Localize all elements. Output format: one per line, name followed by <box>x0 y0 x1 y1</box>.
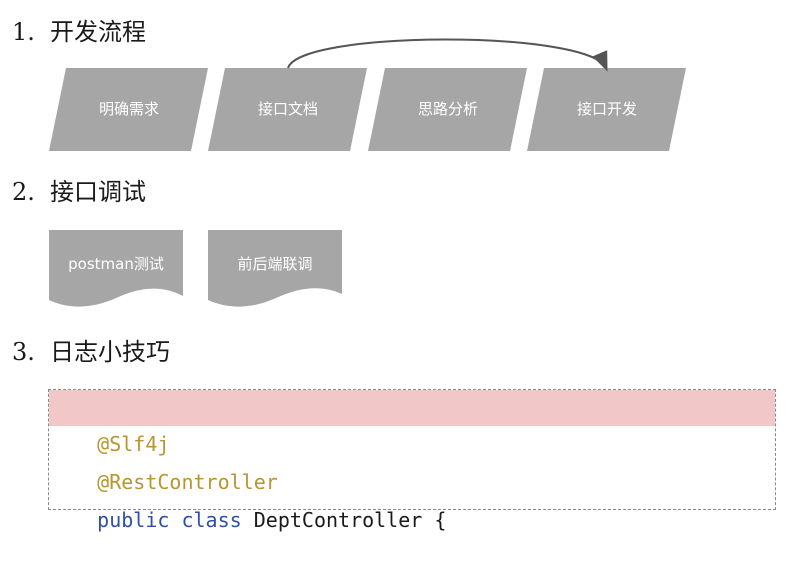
code-line-3: public class DeptController { <box>49 466 775 532</box>
annotation-restcontroller: @RestController <box>97 470 278 494</box>
flow-step-label-2: 接口文档 <box>257 100 318 118</box>
code-line-2: @RestController <box>49 428 775 494</box>
flow-step-shape-4 <box>527 68 686 151</box>
keyword-public: public <box>97 508 170 532</box>
debug-shape-1 <box>49 230 183 307</box>
debug-shape-2 <box>208 230 342 307</box>
section-number: 2. <box>12 178 35 206</box>
flow-arrow <box>287 38 608 72</box>
section-title: 日志小技巧 <box>50 338 170 366</box>
flow-diagram-canvas <box>49 38 686 307</box>
code-snippet: @Slf4j @RestController public class Dept… <box>48 389 776 532</box>
section-number: 1. <box>12 18 35 46</box>
section-heading-dev-flow: 1. 开发流程 <box>12 18 146 46</box>
keyword-class: class <box>181 508 242 532</box>
debug-label-2: 前后端联调 <box>237 255 313 273</box>
section-heading-logging: 3. 日志小技巧 <box>12 338 170 366</box>
flow-step-shape-3 <box>368 68 527 151</box>
section-heading-debug: 2. 接口调试 <box>12 178 146 206</box>
class-declaration: DeptController { <box>253 508 447 532</box>
section-title: 开发流程 <box>50 18 146 46</box>
section-number: 3. <box>12 338 35 366</box>
flow-step-label-4: 接口开发 <box>576 100 637 118</box>
annotation-slf4j: @Slf4j <box>97 432 170 456</box>
flow-step-shape-1 <box>49 68 208 151</box>
flow-step-shape-2 <box>208 68 367 151</box>
flow-step-label-1: 明确需求 <box>98 100 159 118</box>
debug-label-1: postman测试 <box>68 255 164 273</box>
section-title: 接口调试 <box>50 178 146 206</box>
flow-step-label-3: 思路分析 <box>417 100 478 118</box>
code-line-1: @Slf4j <box>49 390 775 456</box>
